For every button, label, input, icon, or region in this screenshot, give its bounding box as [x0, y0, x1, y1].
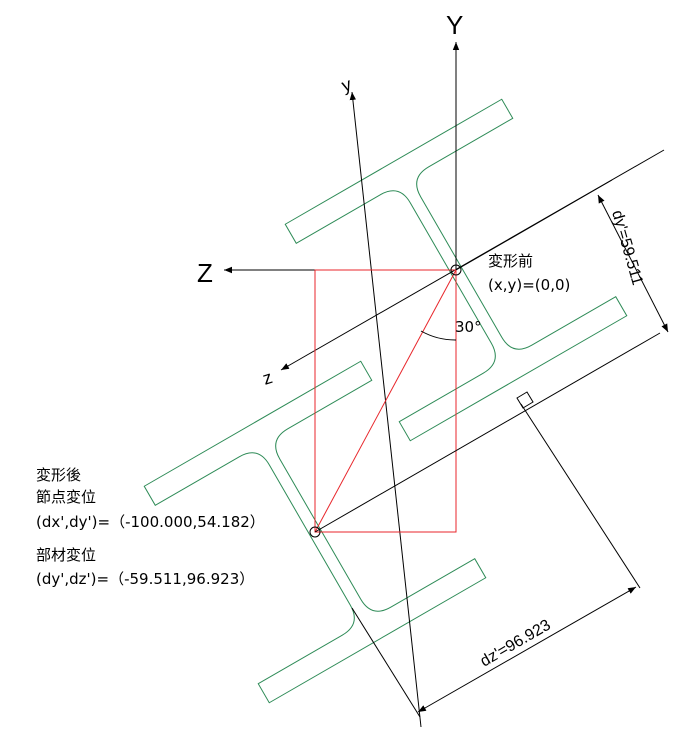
extension-dy-bottom [314, 332, 661, 533]
extension-dy-top [455, 179, 613, 271]
local-y-axis [360, 92, 421, 727]
before-coords: (x,y)=(0,0) [488, 276, 570, 294]
member-title: 部材変位 [36, 546, 96, 564]
node-after [309, 526, 321, 538]
angle-label: 30° [455, 318, 482, 336]
member-displacement: (dy',dz')=（-59.511,96.923） [36, 570, 254, 588]
angle-arc [420, 330, 457, 341]
node-before [450, 264, 462, 276]
displacement-vector [314, 269, 457, 533]
right-angle-marker [516, 391, 534, 409]
section-after-outline [143, 360, 487, 704]
local-z-label: z [260, 367, 275, 389]
global-z-label: Z [197, 258, 213, 288]
displacement-rectangle [314, 269, 457, 533]
dimension-dy-label: dy'=59.511 [608, 208, 646, 287]
local-y-label: y [339, 74, 354, 96]
before-title: 変形前 [488, 252, 533, 270]
dimension-dy-line [597, 194, 669, 333]
extension-dz-left [351, 607, 421, 718]
dimension-dz-label: dz'=96.923 [478, 617, 554, 671]
section-after [143, 360, 487, 704]
node-displacement: (dx',dy')=（-100.000,54.182） [36, 513, 265, 531]
displacement-geometry [314, 269, 457, 533]
dimension-lines [314, 179, 669, 718]
local-axes [280, 91, 665, 728]
local-y-axis-line [349, 91, 422, 728]
dimension-dz-line [417, 586, 637, 713]
after-title: 変形後 [36, 466, 81, 484]
after-subtitle: 節点変位 [36, 488, 96, 506]
global-y-label: Y [446, 10, 463, 40]
extension-dz-right [520, 403, 641, 589]
